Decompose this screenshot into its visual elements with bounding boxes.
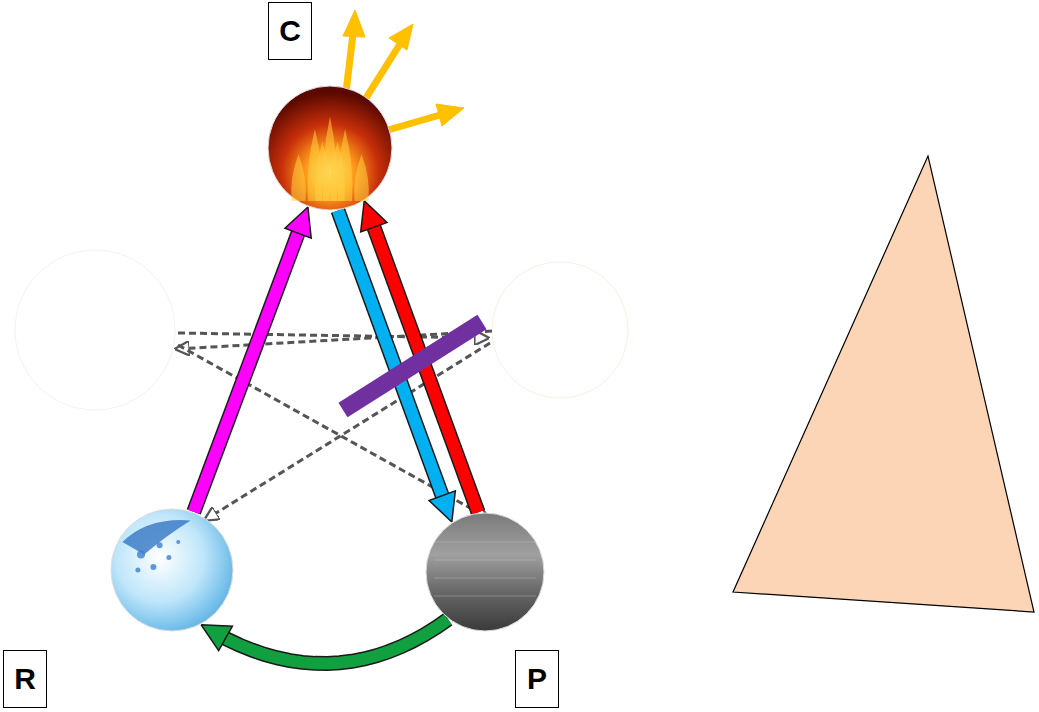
stone-stripe xyxy=(434,596,536,597)
faint-circle xyxy=(15,250,175,410)
arrow-shaft xyxy=(194,233,298,512)
arrow-shaft xyxy=(374,227,478,512)
arrow-outline xyxy=(226,619,449,663)
node-label: C xyxy=(268,2,312,60)
bubble xyxy=(150,564,156,570)
bubble xyxy=(176,540,180,544)
flame xyxy=(330,142,345,201)
bubble xyxy=(135,568,140,573)
sphere-node: R xyxy=(110,508,234,632)
arrow-head xyxy=(361,201,387,232)
sphere-shape xyxy=(425,512,545,632)
arrow-head xyxy=(285,207,311,238)
bubble xyxy=(157,542,163,548)
inhibition-bar xyxy=(343,322,482,410)
node-label: R xyxy=(3,650,47,708)
sphere xyxy=(268,86,392,210)
ray-head xyxy=(389,24,413,50)
ray xyxy=(366,44,400,98)
flame xyxy=(354,154,369,201)
ray-head xyxy=(436,104,464,126)
bubble xyxy=(137,551,145,559)
water-wave xyxy=(122,520,190,554)
ray-head xyxy=(343,10,365,37)
arrow-outline xyxy=(374,227,478,512)
faint-circle xyxy=(492,262,628,398)
arrow-outline xyxy=(194,233,298,512)
arrow-head xyxy=(201,625,232,651)
stone-stripe xyxy=(434,560,536,561)
ray xyxy=(388,115,440,130)
stone-stripe xyxy=(434,578,536,579)
ray xyxy=(346,34,353,92)
block-arrow xyxy=(201,619,448,663)
arrow-shaft xyxy=(226,619,449,663)
flame xyxy=(315,142,330,201)
block-arrow xyxy=(194,207,311,512)
flame xyxy=(291,154,306,201)
sphere-node: P xyxy=(425,512,545,632)
sphere xyxy=(111,509,233,631)
sphere-shape xyxy=(267,85,393,211)
sphere xyxy=(426,513,544,631)
stone-stripe xyxy=(434,542,536,543)
node-label: P xyxy=(515,650,559,708)
triangle-shape xyxy=(733,156,1034,612)
sphere-shape xyxy=(110,508,234,632)
arrow-head xyxy=(429,491,455,522)
sphere-node: C xyxy=(267,85,393,211)
bubble xyxy=(166,555,171,560)
